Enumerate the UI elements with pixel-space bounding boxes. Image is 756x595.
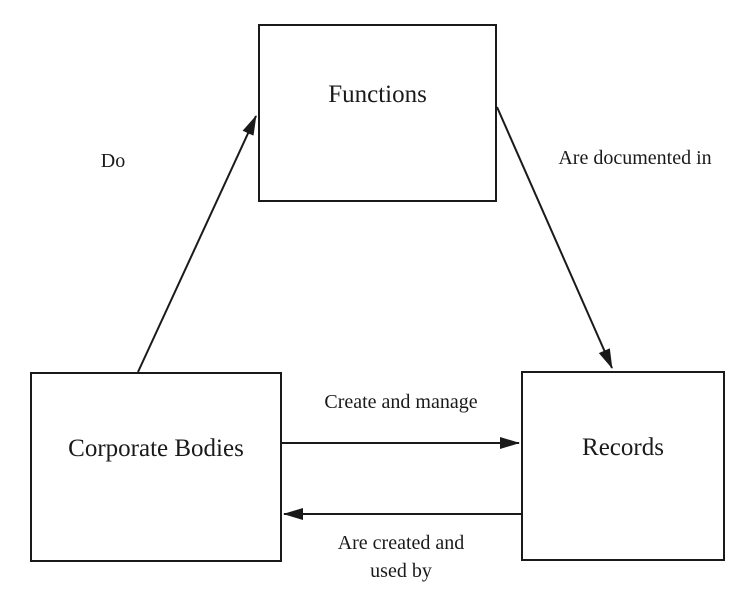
- edge-do-label: Do: [100, 150, 126, 172]
- edge-are-created-used-label: Are created and used by: [337, 532, 465, 582]
- edge-are-documented-in-label: Are documented in: [558, 147, 712, 169]
- node-records: Records: [521, 371, 725, 561]
- node-records-label: Records: [582, 434, 664, 461]
- edge-are-documented-in-arrow: [496, 106, 613, 369]
- node-functions: Functions: [258, 24, 497, 202]
- edge-create-and-manage-label: Create and manage: [324, 391, 478, 413]
- node-corporate-bodies-label: Corporate Bodies: [68, 435, 244, 462]
- node-corporate-bodies: Corporate Bodies: [30, 372, 282, 562]
- node-functions-label: Functions: [328, 81, 427, 108]
- edge-do-arrow: [137, 115, 257, 373]
